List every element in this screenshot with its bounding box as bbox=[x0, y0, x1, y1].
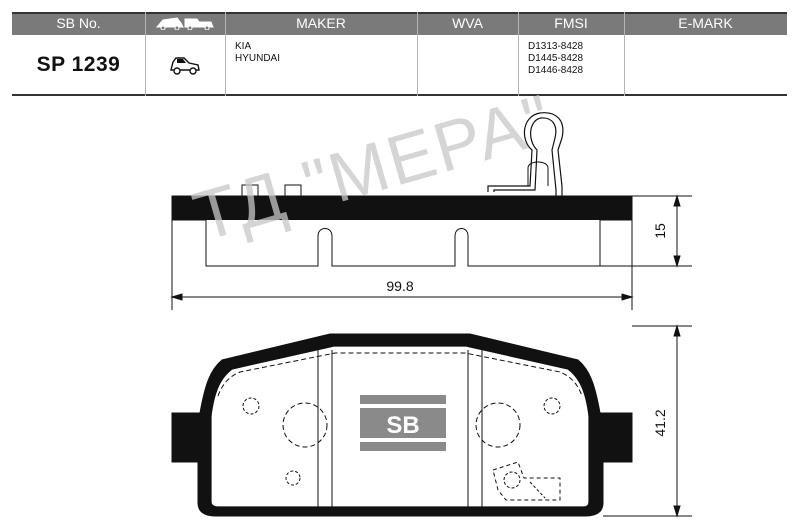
header-wva: WVA bbox=[452, 15, 483, 31]
header-fmsi: FMSI bbox=[554, 15, 588, 31]
maker-line-1: KIA bbox=[235, 41, 252, 52]
fmsi-line-3: D1446-8428 bbox=[528, 65, 584, 76]
header-sb-no: SB No. bbox=[56, 15, 101, 31]
fmsi-line-1: D1313-8428 bbox=[528, 41, 584, 52]
sb-logo bbox=[360, 395, 446, 451]
height-dimension bbox=[603, 324, 692, 518]
column-divider bbox=[518, 12, 519, 96]
width-label: 99.8 bbox=[386, 278, 413, 294]
table-bottom-rule bbox=[12, 94, 787, 96]
table-top-rule bbox=[12, 12, 787, 14]
sb-number: SP 1239 bbox=[36, 53, 121, 76]
car-and-truck-icon bbox=[155, 17, 214, 31]
width-dimension bbox=[170, 220, 634, 310]
vehicle-cell bbox=[168, 55, 202, 82]
backing-plate bbox=[171, 195, 633, 221]
column-divider bbox=[225, 12, 226, 96]
thickness-dimension bbox=[600, 194, 692, 268]
thickness-label: 15 bbox=[652, 223, 668, 239]
header-emark: E-MARK bbox=[678, 15, 733, 31]
column-divider bbox=[145, 12, 146, 96]
sb-logo-text: SB bbox=[386, 412, 419, 439]
spec-table: SB No. MAKER WVA FMSI E-MARK SP 1239 KIA… bbox=[12, 12, 787, 96]
car-icon bbox=[170, 57, 200, 75]
maker-line-2: HYUNDAI bbox=[235, 53, 281, 64]
column-divider bbox=[417, 12, 418, 96]
side-view bbox=[171, 112, 633, 267]
header-vehicle-type bbox=[145, 12, 225, 35]
header-maker: MAKER bbox=[296, 15, 346, 31]
column-divider bbox=[624, 12, 625, 96]
friction-material bbox=[205, 220, 601, 267]
height-label: 41.2 bbox=[652, 409, 668, 436]
fmsi-line-2: D1445-8428 bbox=[528, 53, 584, 64]
